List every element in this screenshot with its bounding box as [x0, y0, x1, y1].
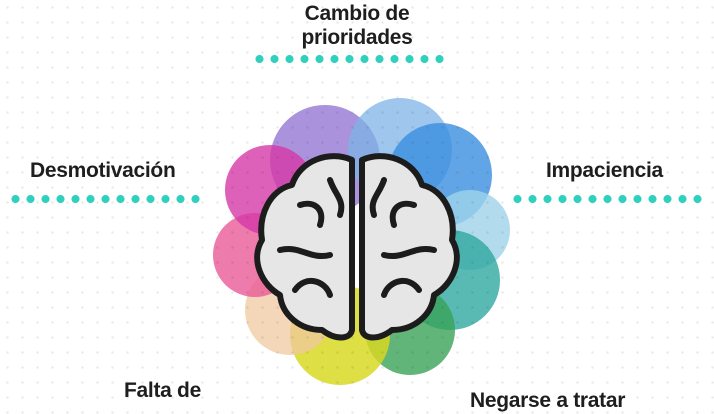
label-desmotivacion: Desmotivación — [30, 159, 176, 182]
label-cambio-de-prioridades: Cambio de prioridades — [257, 2, 457, 50]
brain-illustration — [213, 98, 510, 385]
connector-left — [8, 195, 203, 203]
label-line-2: prioridades — [301, 26, 413, 49]
label-falta-de: Falta de — [124, 379, 201, 402]
connector-top — [252, 55, 447, 63]
brain-icon — [254, 153, 460, 341]
label-line-1: Cambio de — [304, 2, 410, 25]
connector-right — [510, 195, 705, 203]
label-impaciencia: Impaciencia — [546, 159, 663, 182]
brain-left-folds — [277, 177, 345, 298]
brain-right-folds — [369, 177, 437, 298]
